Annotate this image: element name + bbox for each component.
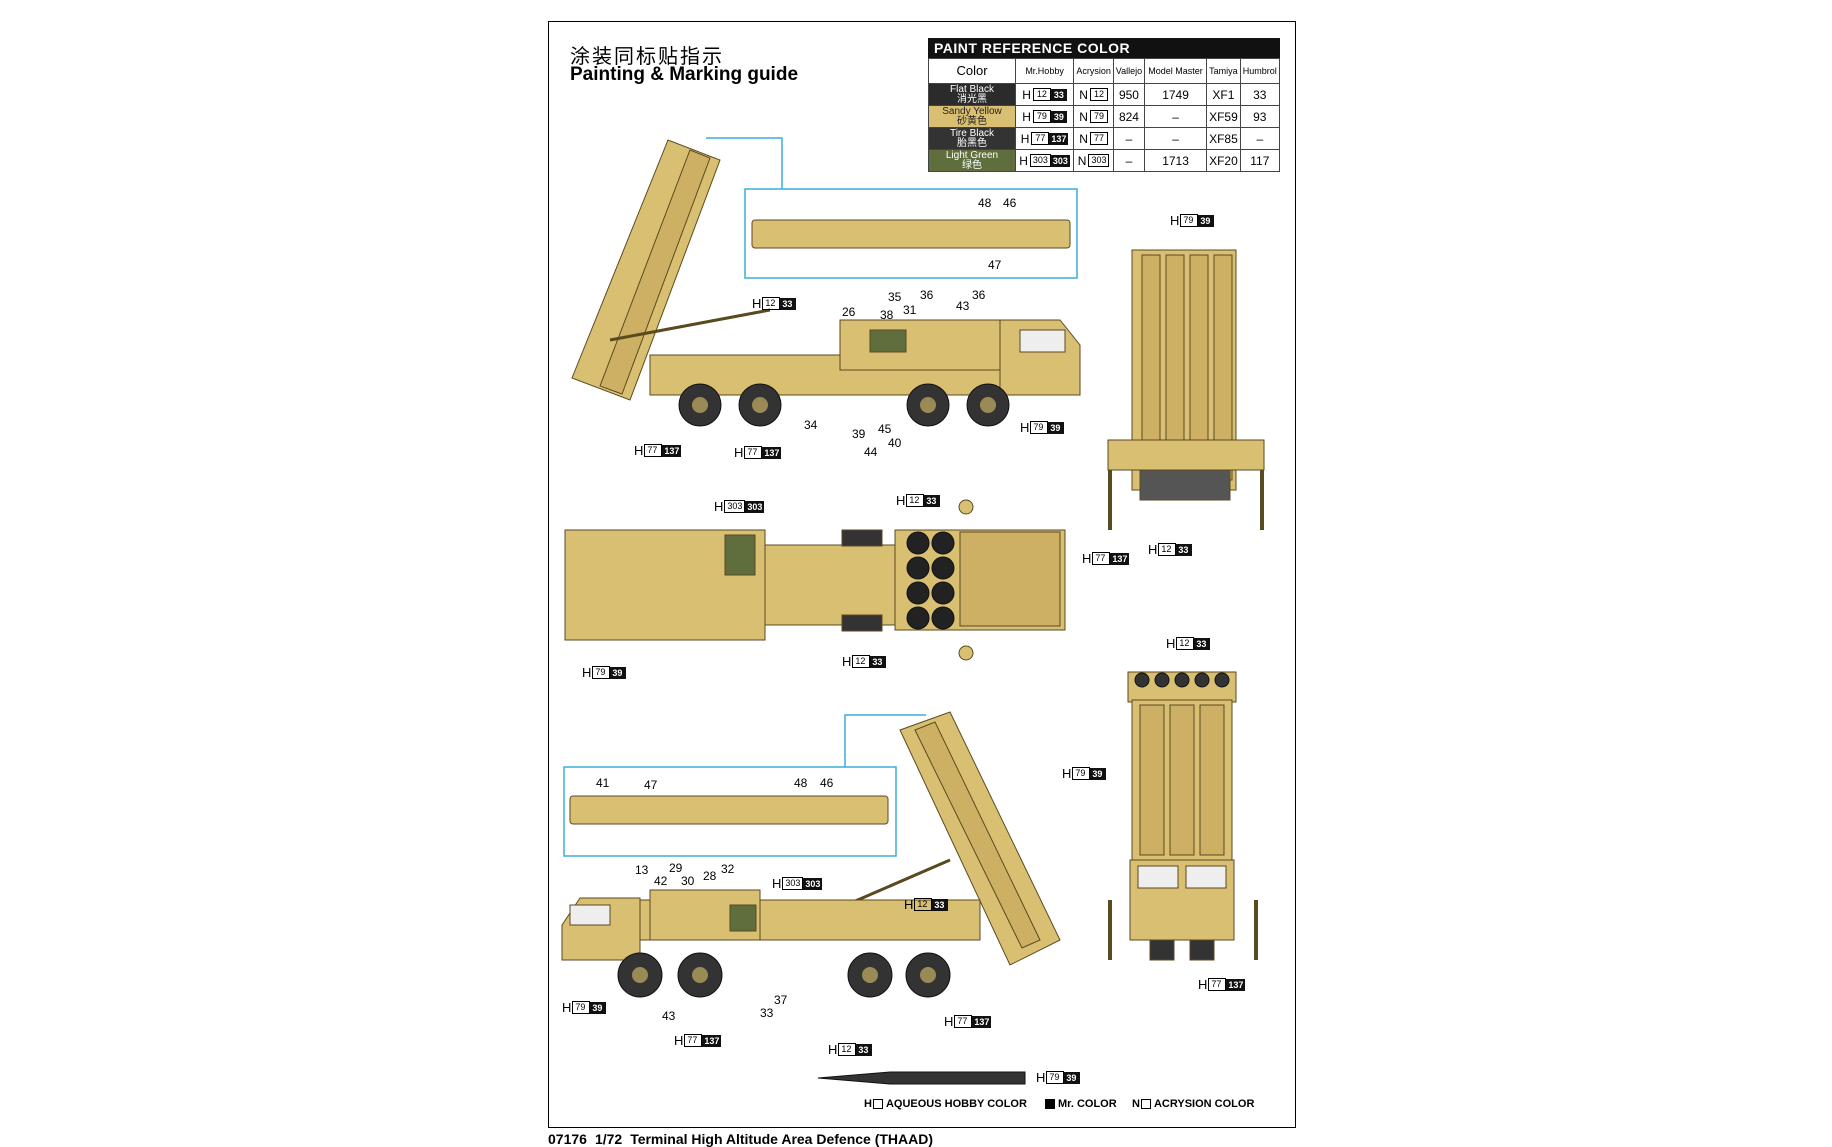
part-number: 46 [820, 776, 834, 790]
part-number: 43 [662, 1009, 676, 1023]
part-number: 40 [888, 436, 902, 450]
part-number: 31 [903, 303, 917, 317]
paint-table: Color Mr.Hobby Acrysion Vallejo Model Ma… [928, 58, 1281, 172]
part-number: 26 [842, 305, 856, 319]
part-number: 37 [774, 993, 788, 1007]
col-acrysion: Acrysion [1073, 58, 1115, 84]
part-number: 42 [654, 874, 668, 888]
part-number: 43 [956, 299, 970, 313]
part-number: 33 [760, 1006, 774, 1020]
part-number: 34 [804, 418, 818, 432]
part-number: 44 [864, 445, 878, 459]
part-number: 35 [888, 290, 902, 304]
part-number: 36 [920, 288, 934, 302]
paint-table-title: PAINT REFERENCE COLOR [928, 38, 1280, 58]
side-view-raised-launcher [571, 139, 1081, 427]
part-number: 28 [703, 869, 717, 883]
col-vallejo: Vallejo [1113, 58, 1145, 84]
part-number: 48 [978, 196, 992, 210]
part-number: 30 [681, 874, 695, 888]
paint-reference-table: PAINT REFERENCE COLOR Color Mr.Hobby Acr… [928, 38, 1281, 172]
part-number: 41 [596, 776, 610, 790]
title-chinese: 涂装同标贴指示 [570, 44, 724, 68]
box-icon [872, 1099, 883, 1109]
missile-icon [817, 1071, 1026, 1085]
part-number: 13 [635, 863, 649, 877]
col-mrhobby: Mr.Hobby [1014, 58, 1075, 84]
part-number: 36 [972, 288, 986, 302]
part-number: 47 [644, 778, 658, 792]
legend-mr-color: Mr. COLOR [1044, 1098, 1117, 1110]
col-color: Color [928, 58, 1016, 84]
part-number: 29 [669, 861, 683, 875]
title-english: Painting & Marking guide [570, 64, 799, 85]
part-number: 32 [721, 862, 735, 876]
front-view [1108, 671, 1258, 961]
part-number: 48 [794, 776, 808, 790]
part-number: 46 [1003, 196, 1017, 210]
top-view [564, 499, 1066, 661]
rear-view-raised [1107, 249, 1265, 530]
col-humbrol: Humbrol [1239, 58, 1281, 84]
part-number: 39 [852, 427, 866, 441]
box-filled-icon [1045, 1099, 1055, 1109]
part-number: 38 [880, 308, 894, 322]
missile-tube-detail-1 [751, 219, 1071, 249]
part-number: 45 [878, 422, 892, 436]
box-icon [1140, 1099, 1151, 1109]
part-number: 47 [988, 258, 1002, 272]
missile-tube-detail-2 [569, 795, 889, 825]
opposite-side-view [561, 711, 1061, 998]
col-model-master: Model Master [1143, 58, 1208, 84]
